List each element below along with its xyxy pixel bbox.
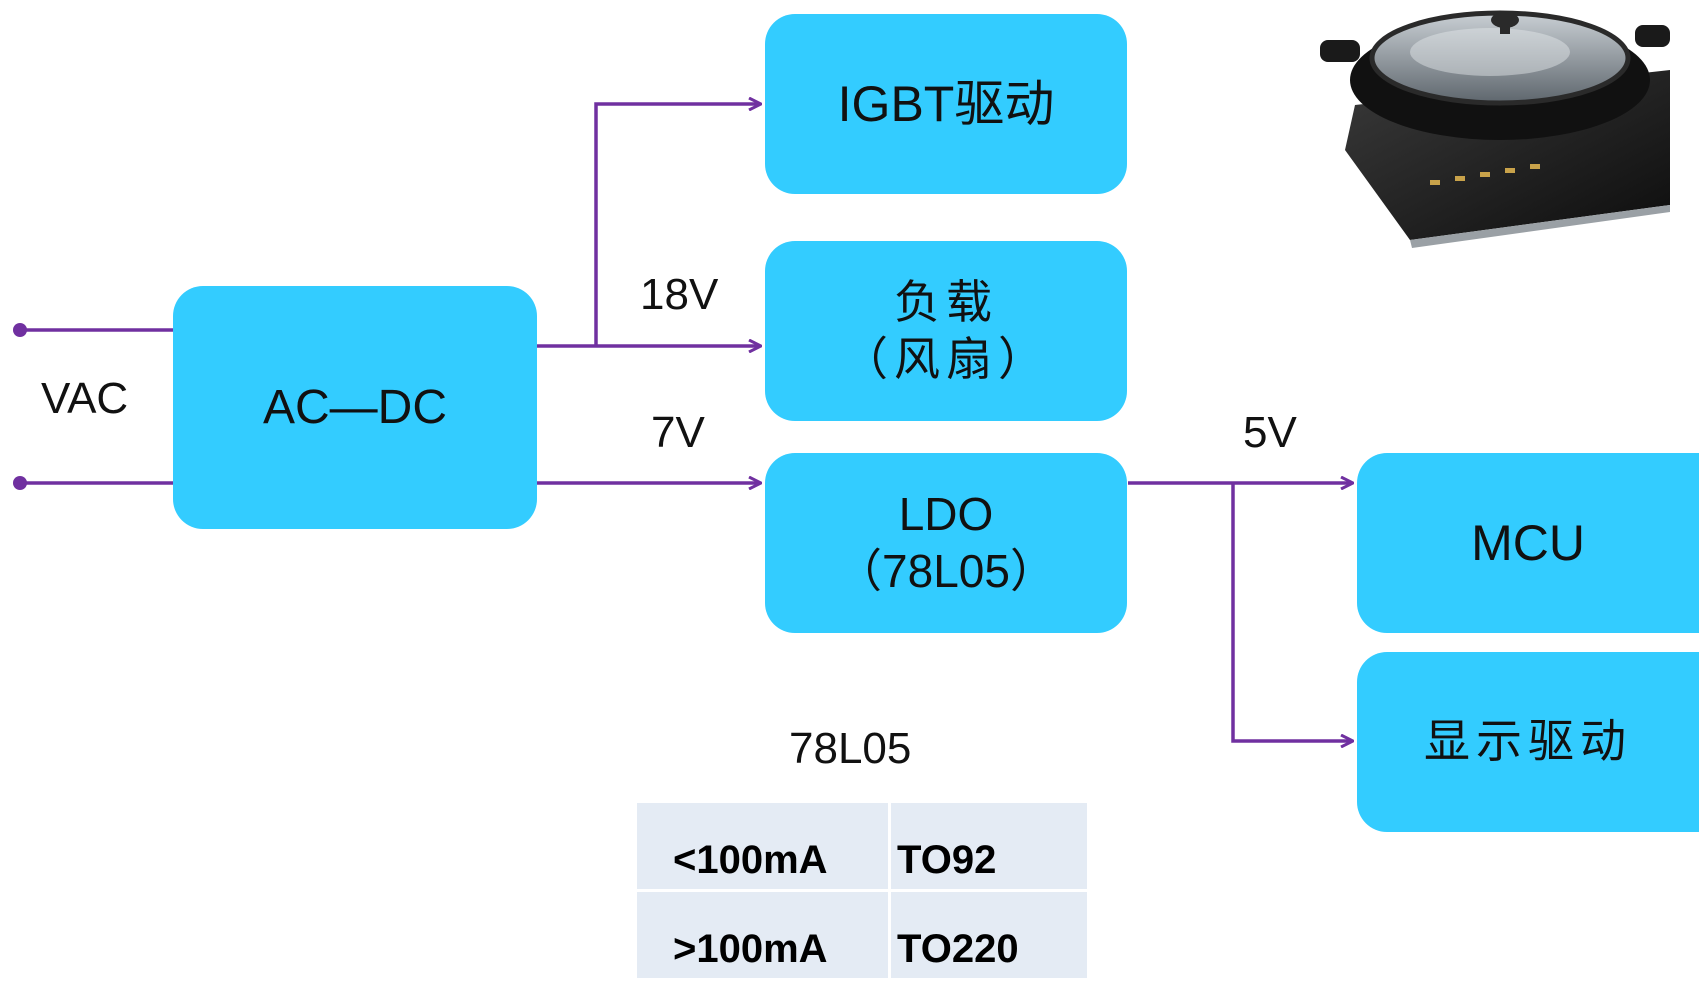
voltage-5v-label: 5V [1243,408,1297,457]
display-driver-label: 显示驱动 [1424,714,1632,769]
load-label: 负载 [894,274,998,329]
vac-label: VAC [41,374,129,423]
acdc-block: AC—DC [173,286,537,529]
spec-package-cell: TO220 [891,892,1087,978]
ldo-label: LDO [898,487,994,540]
load-sub-label: （风扇） [842,332,1050,386]
table-row: >100mA TO220 [637,892,1087,978]
display-driver-block: 显示驱动 [1357,652,1699,832]
spec-current-cell: >100mA [637,892,888,978]
mcu-label: MCU [1471,514,1585,571]
mcu-block: MCU [1357,453,1699,633]
table-row: <100mA TO92 [637,803,1087,889]
spec-current-cell: <100mA [637,803,888,889]
spec-title: 78L05 [789,724,912,773]
igbt-driver-label: IGBT驱动 [837,75,1055,132]
vac-terminal-top [13,323,27,337]
spec-table: <100mA TO92 >100mA TO220 [634,800,1090,981]
wire-igbt [594,104,760,346]
wire-5v-display [1231,483,1352,741]
vac-terminal-bottom [13,476,27,490]
load-fan-block: 负载 （风扇） [765,241,1127,421]
igbt-driver-block: IGBT驱动 [765,14,1127,194]
voltage-18v-label: 18V [640,270,719,319]
induction-cooker-with-pot-icon [1320,10,1670,248]
ldo-part-label: （78L05） [836,545,1056,597]
acdc-label: AC—DC [262,380,447,434]
spec-package-cell: TO92 [891,803,1087,889]
voltage-7v-label: 7V [651,408,705,457]
ldo-block: LDO （78L05） [765,453,1127,633]
